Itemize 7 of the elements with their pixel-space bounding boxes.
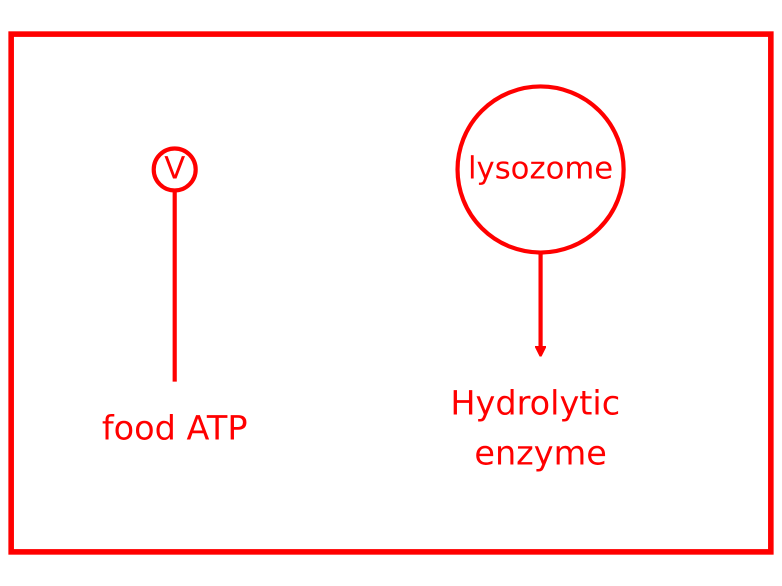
cluster: [8, 31, 774, 555]
node-circle: V: [152, 146, 198, 193]
arrow: [534, 252, 547, 358]
connector: [172, 190, 177, 382]
node-text: food ATP: [102, 408, 248, 448]
node-circle: lysozome: [455, 84, 626, 255]
node-text: Hydrolytic enzyme: [450, 384, 620, 474]
